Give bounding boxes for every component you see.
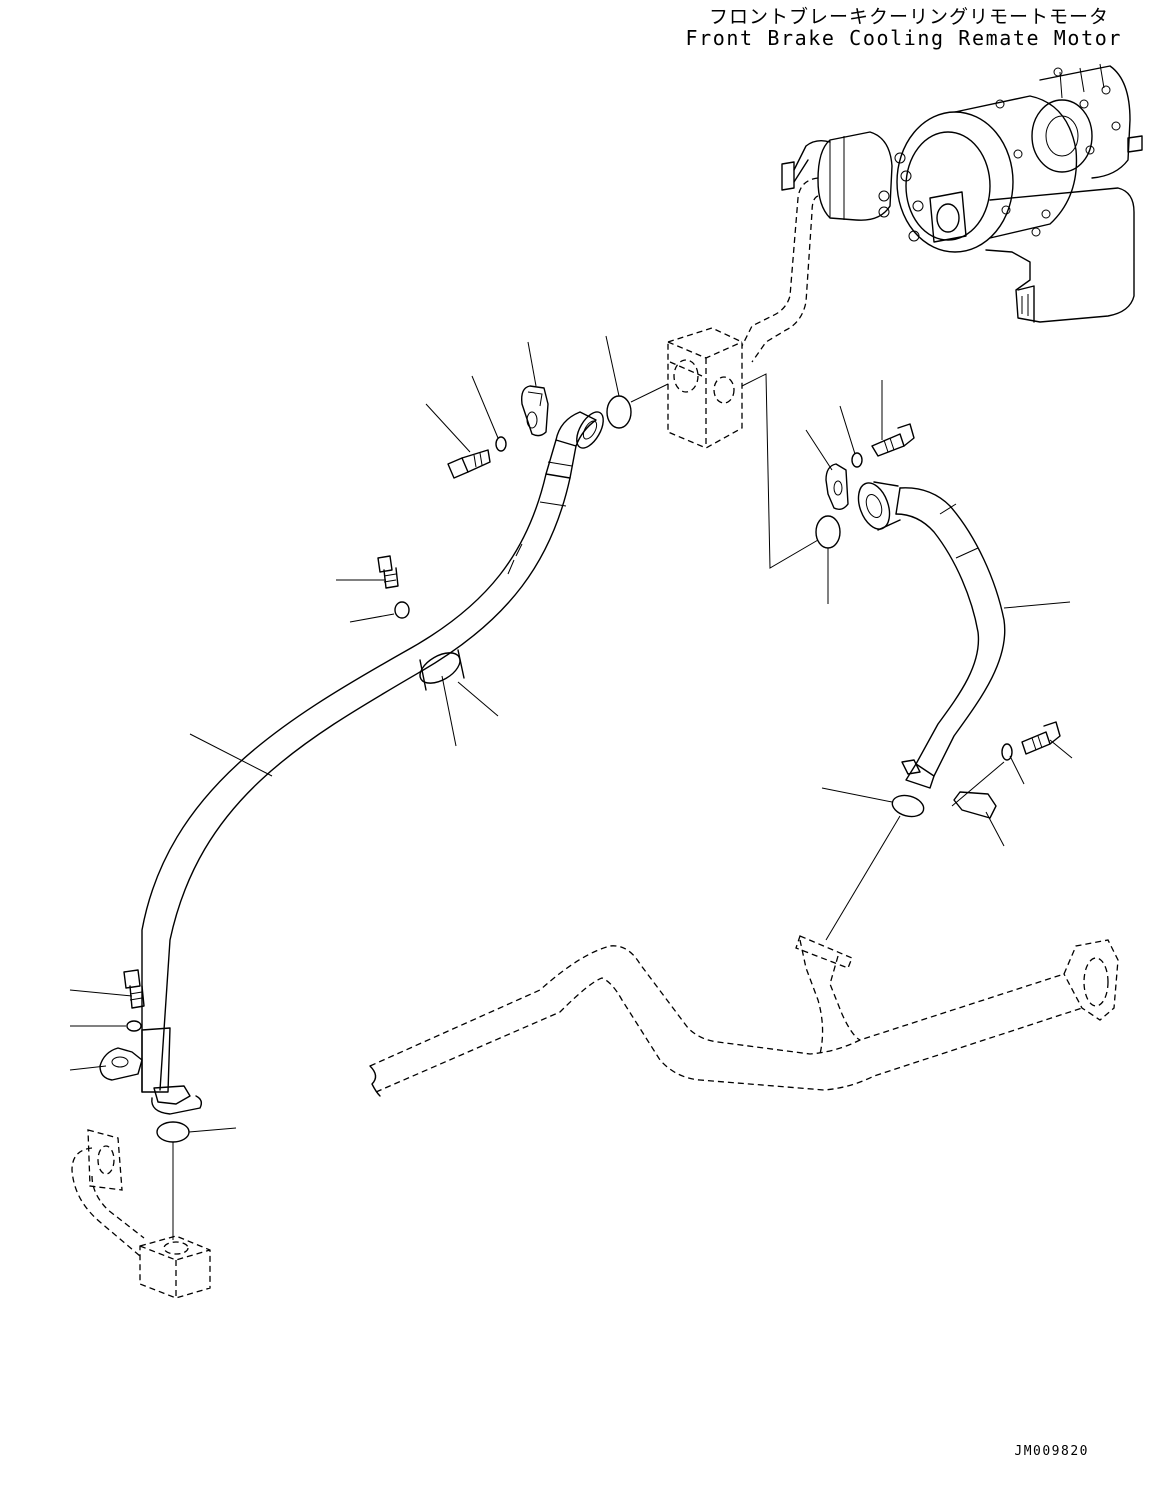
hose-left: [141, 411, 604, 1115]
split-flange-clamp-lower-right: [953, 791, 997, 819]
washer-upper-left: [495, 436, 507, 452]
steel-tube-lower: [369, 935, 1119, 1097]
o-ring-upper-right: [815, 515, 841, 549]
washer-lower-right: [1001, 743, 1013, 761]
remote-motor-assembly: [781, 63, 1143, 323]
title-japanese: フロントブレーキクーリングリモートモータ: [708, 6, 1109, 28]
bolt-upper-left: [447, 449, 491, 479]
washer-upper-right: [851, 452, 863, 468]
split-flange-clamp-lower-left: [99, 1047, 143, 1081]
split-flange-clamp-upper-right: [825, 463, 849, 511]
hose-right: [857, 481, 1006, 789]
washer-mid-left: [394, 601, 410, 619]
washer-lower-left: [126, 1020, 142, 1032]
o-ring-lower-right: [891, 794, 925, 818]
drawing-number: JM009820: [1014, 1444, 1089, 1459]
bolt-lower-right: [1021, 721, 1061, 755]
o-ring-upper: [606, 395, 632, 429]
split-flange-clamp-upper-left: [520, 385, 549, 437]
title-english: Front Brake Cooling Remate Motor: [685, 26, 1122, 50]
bolt-lower-left: [123, 969, 145, 1009]
bolt-upper-right: [871, 423, 915, 457]
tube-block-lower-left: [71, 1129, 211, 1299]
bolt-mid-left: [377, 555, 399, 589]
tube-block-upper: [667, 327, 743, 449]
o-ring-lower-left: [156, 1121, 190, 1143]
